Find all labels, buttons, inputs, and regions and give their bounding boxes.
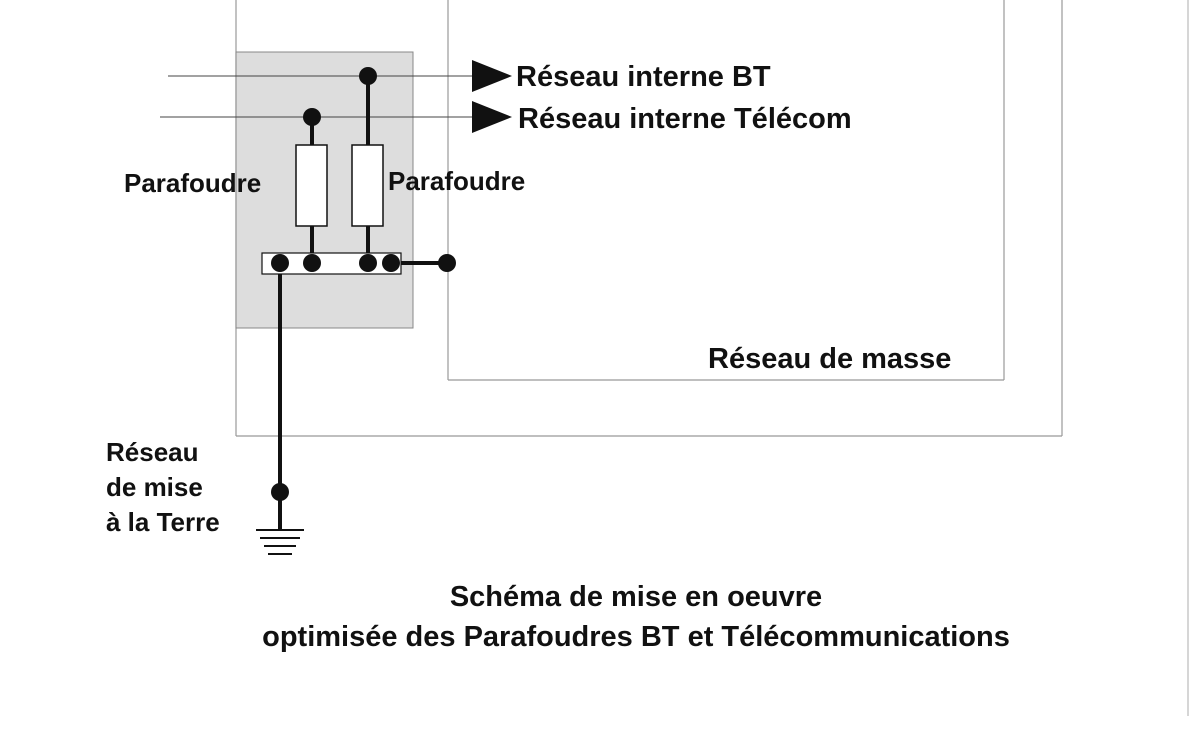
node-masse <box>438 254 456 272</box>
label-terre-line2: de mise <box>106 472 203 502</box>
arrow-bt-icon <box>472 60 512 92</box>
arrow-telecom-icon <box>472 101 512 133</box>
node-bar-left <box>303 254 321 272</box>
node-bt-tap <box>359 67 377 85</box>
label-reseau-bt: Réseau interne BT <box>516 61 771 93</box>
label-parafoudre-right: Parafoudre <box>388 166 525 196</box>
node-bar-right <box>359 254 377 272</box>
label-reseau-masse: Réseau de masse <box>708 343 951 375</box>
label-parafoudre-left: Parafoudre <box>124 168 261 198</box>
node-telecom-tap <box>303 108 321 126</box>
ground-icon <box>256 529 304 555</box>
parafoudre-right-body <box>351 144 384 227</box>
node-earth <box>271 483 289 501</box>
caption-line1: Schéma de mise en oeuvre <box>450 581 822 613</box>
caption-line2: optimisée des Parafoudres BT et Télécomm… <box>262 621 1010 653</box>
label-terre-line3: à la Terre <box>106 507 220 537</box>
parafoudre-left-body <box>295 144 328 227</box>
label-reseau-telecom: Réseau interne Télécom <box>518 103 852 135</box>
label-terre-line1: Réseau <box>106 437 199 467</box>
node-bar-masse <box>382 254 400 272</box>
node-bar-earth <box>271 254 289 272</box>
